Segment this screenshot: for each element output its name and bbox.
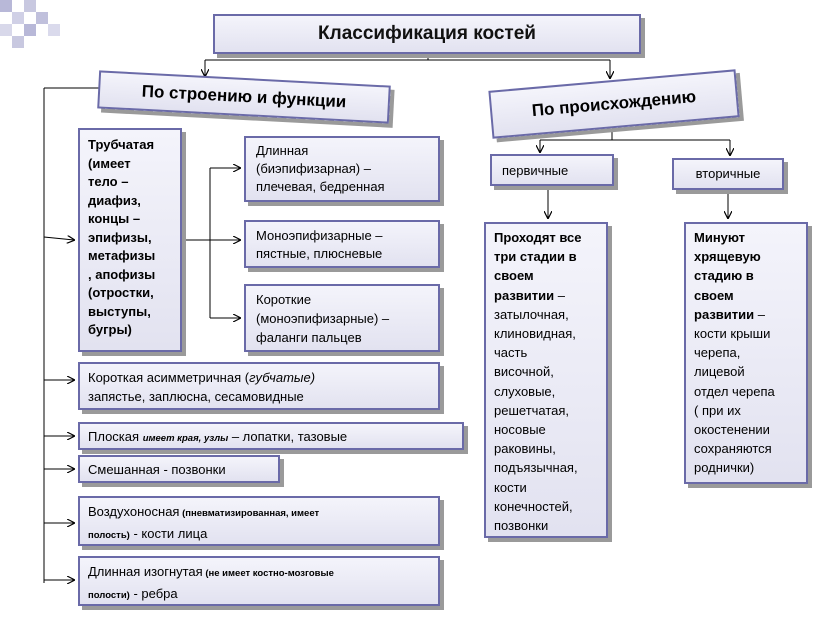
primary-desc-bold: развитии — [494, 287, 555, 303]
primary-desc-item: конечностей, — [494, 498, 573, 514]
primary-desc-item: кости — [494, 479, 527, 495]
curved-bone-box: Длинная изогнутая (не имеет костно-мозго… — [78, 556, 440, 606]
pneumatic-note: (пневматизированная, имеет — [179, 508, 320, 519]
short-asym-main: Короткая асимметричная ( — [88, 370, 250, 385]
secondary-desc-bold: развитии — [694, 306, 755, 322]
mixed-bone-box: Смешанная - позвонки — [78, 455, 280, 483]
flat-italic: имеет края, узлы — [142, 433, 229, 444]
flat-bone-box: Плоская имеет края, узлы – лопатки, тазо… — [78, 422, 464, 450]
tubular-line: Трубчатая — [88, 137, 155, 152]
tubular-line: выступы, — [88, 303, 151, 319]
secondary-desc-bold: хрящевую — [694, 249, 761, 265]
primary-label: первичные — [490, 154, 614, 186]
secondary-desc-bold: своем — [694, 287, 734, 303]
curved-main: Длинная изогнутая — [88, 564, 203, 579]
primary-desc-bold: Проходят все — [494, 230, 582, 245]
curved-tail: - ребра — [129, 586, 178, 601]
flat-tail: – лопатки, тазовые — [228, 429, 348, 444]
primary-description: Проходят все три стадии в своем развитии… — [484, 222, 608, 538]
tubular-line: концы – — [88, 211, 141, 226]
primary-desc-item: решетчатая, — [494, 402, 570, 418]
pneumatic-main: Воздухоносная — [88, 504, 180, 519]
pneumatic-note2: полость) — [88, 530, 130, 541]
flat-main: Плоская — [88, 429, 140, 444]
secondary-desc-item: роднички) — [694, 460, 755, 476]
tubular-line: (имеет — [88, 155, 131, 171]
secondary-label: вторичные — [672, 158, 784, 190]
primary-desc-dash: – — [554, 287, 565, 303]
secondary-desc-item: окостенении — [694, 422, 770, 438]
short-asym-line2: запястье, заплюсна, сесамовидные — [88, 389, 304, 404]
short-line2: (моноэпифизарные) – — [256, 311, 390, 326]
tubular-line: (отростки, — [88, 285, 154, 300]
mono-line2: пястные, плюсневые — [256, 246, 383, 261]
primary-desc-item: затылочная, — [494, 306, 569, 322]
diagram-title: Классификация костей — [213, 14, 641, 54]
primary-desc-item: подъязычная, — [494, 460, 578, 476]
secondary-desc-item: кости крыши — [694, 326, 771, 342]
short-asym-italic: губчатые) — [249, 370, 316, 385]
primary-desc-bold: своем — [494, 268, 534, 284]
secondary-description: Минуют хрящевую стадию в своем развитии … — [684, 222, 808, 484]
primary-desc-item: раковины, — [494, 441, 556, 457]
primary-desc-bold: три стадии в — [494, 249, 577, 265]
tubular-line: диафиз, — [88, 192, 141, 208]
secondary-desc-bold: Минуют — [694, 230, 746, 245]
mixed-tail: - позвонки — [159, 462, 226, 477]
primary-desc-item: позвонки — [494, 518, 549, 534]
tubular-line: , апофизы — [88, 266, 156, 282]
long-bone-line2: (биэпифизарная) – — [256, 161, 371, 176]
short-line1: Короткие — [256, 292, 312, 307]
tubular-line: тело – — [88, 174, 129, 189]
secondary-desc-item: сохраняются — [694, 441, 772, 457]
monoepiphyseal-box: Моноэпифизарные – пястные, плюсневые — [244, 220, 440, 268]
primary-desc-item: слуховые, — [494, 383, 556, 399]
curved-note: (не имеет костно-мозговые — [202, 568, 334, 579]
primary-desc-item: носовые — [494, 422, 546, 438]
tubular-bone-box: Трубчатая (имеет тело – диафиз, концы – … — [78, 128, 182, 352]
short-bone-box: Короткие (моноэпифизарные) – фаланги пал… — [244, 284, 440, 352]
tubular-line: эпифизы, — [88, 229, 152, 245]
secondary-desc-item: ( при их — [694, 402, 741, 418]
tubular-line: бугры) — [88, 322, 132, 337]
short-line3: фаланги пальцев — [256, 330, 362, 345]
secondary-desc-item: отдел черепа — [694, 383, 775, 399]
primary-desc-item: клиновидная, — [494, 326, 576, 342]
pneumatic-bone-box: Воздухоносная (пневматизированная, имеет… — [78, 496, 440, 546]
mono-line1: Моноэпифизарные – — [256, 228, 383, 243]
long-bone-box: Длинная (биэпифизарная) – плечевая, бедр… — [244, 136, 440, 202]
secondary-desc-dash: – — [754, 306, 765, 322]
secondary-desc-item: черепа, — [694, 345, 741, 361]
primary-desc-item: височной, — [494, 364, 554, 380]
tubular-line: метафизы — [88, 248, 156, 263]
corner-decoration — [0, 0, 70, 48]
long-bone-line1: Длинная — [256, 143, 309, 158]
primary-desc-item: часть — [494, 345, 528, 361]
short-asymmetric-box: Короткая асимметричная (губчатые) запяст… — [78, 362, 440, 410]
secondary-desc-bold: стадию в — [694, 268, 754, 284]
pneumatic-tail: - кости лица — [129, 526, 208, 541]
curved-note2: полости) — [88, 590, 130, 601]
mixed-main: Смешанная — [88, 462, 160, 477]
secondary-desc-item: лицевой — [694, 364, 745, 380]
long-bone-line3: плечевая, бедренная — [256, 179, 385, 194]
